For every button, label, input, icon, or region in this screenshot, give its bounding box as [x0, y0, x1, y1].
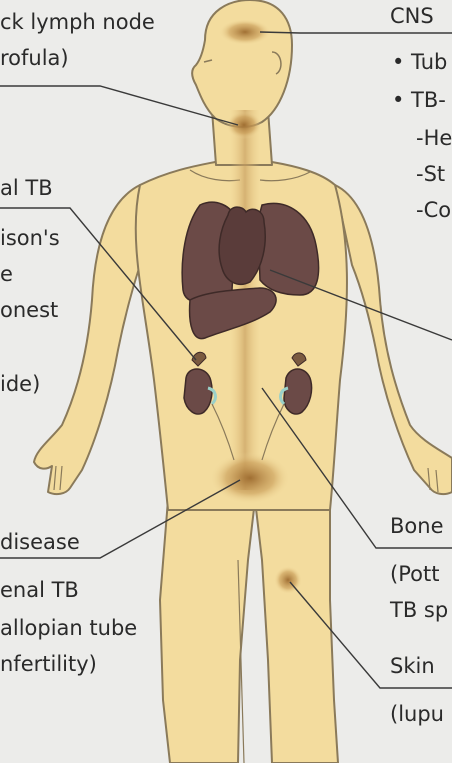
- label-he: -He: [416, 128, 452, 149]
- label-ide: ide): [0, 374, 40, 395]
- label-addisons: ison's: [0, 228, 60, 249]
- label-e-fragment: e: [0, 264, 13, 285]
- left-kidney: [184, 369, 212, 414]
- label-disease: disease: [0, 532, 80, 553]
- label-neck-lymph-node: ck lymph node: [0, 12, 155, 33]
- label-lupu: (lupu: [390, 704, 444, 725]
- label-honest: onest: [0, 300, 58, 321]
- label-infertility: nfertility): [0, 654, 97, 675]
- label-bone: Bone: [390, 516, 443, 537]
- neck-lymph-lesion: [226, 111, 262, 139]
- label-pott: (Pott: [390, 564, 439, 585]
- label-tub-bullet: • Tub: [392, 52, 447, 73]
- skin-lesion: [274, 566, 302, 594]
- label-cns: CNS: [390, 6, 434, 27]
- label-scrofula: rofula): [0, 48, 69, 69]
- label-co: -Co: [416, 200, 451, 221]
- pelvic-lesion: [210, 452, 290, 504]
- label-renal-tb-left: al TB: [0, 178, 53, 199]
- leader-cns: [260, 32, 452, 33]
- label-tb-sp: TB sp: [390, 600, 448, 621]
- label-tb-bullet: • TB-: [392, 90, 446, 111]
- label-enal-tb: enal TB: [0, 580, 79, 601]
- label-skin: Skin: [390, 656, 435, 677]
- label-st: -St: [416, 164, 445, 185]
- label-fallopian-tube: allopian tube: [0, 618, 137, 639]
